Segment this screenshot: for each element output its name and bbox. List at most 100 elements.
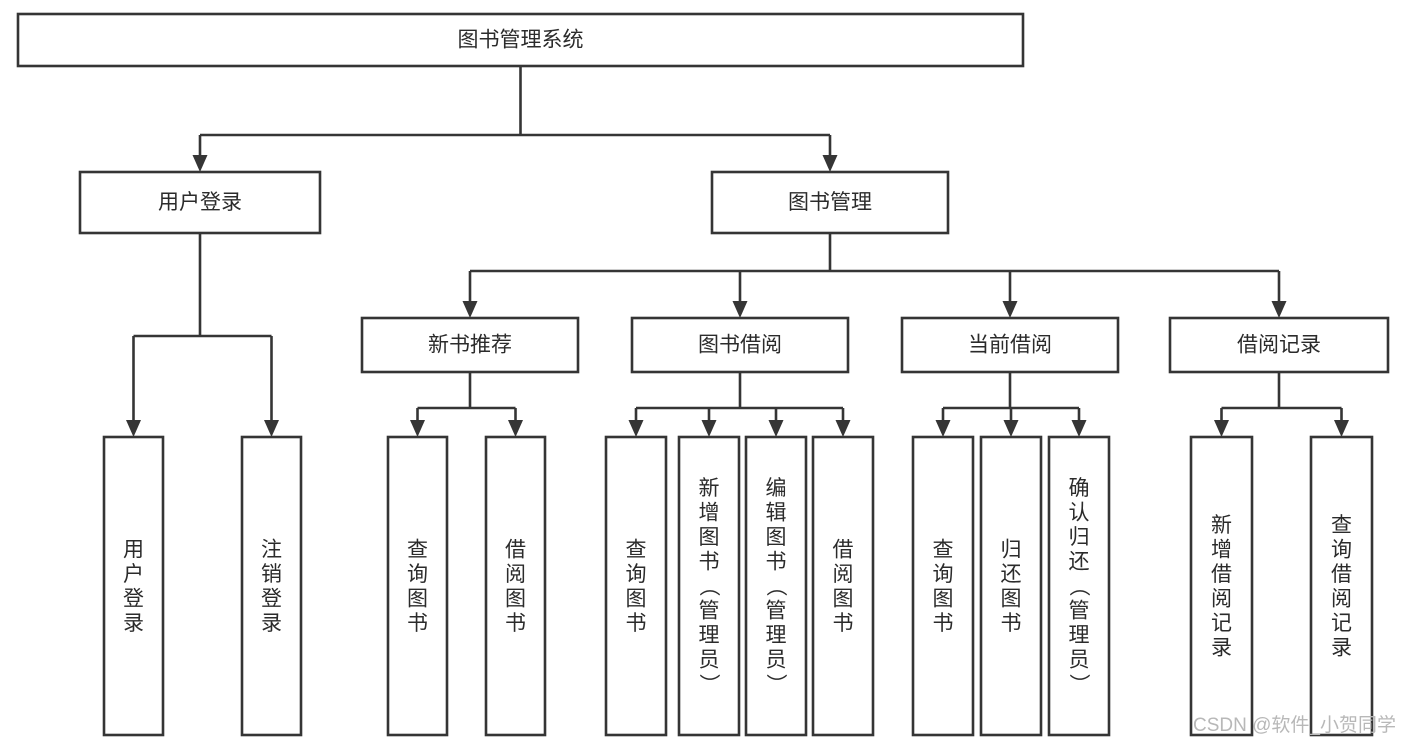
node-box-root[interactable]	[16, 12, 1025, 68]
node-label-char: 增	[699, 502, 720, 525]
node-box-nb-borrow[interactable]	[484, 435, 547, 737]
node-label-char: 借	[833, 538, 854, 561]
node-label-char: 编	[766, 477, 787, 500]
arrow-head-icon	[1003, 420, 1019, 437]
node-label-char: 户	[123, 563, 144, 586]
node-label-char: 询	[626, 563, 647, 586]
node-box-bb-edit[interactable]	[744, 435, 808, 737]
node-label-char: 书	[833, 612, 854, 635]
node-label-char: 图	[766, 526, 787, 549]
node-label-char: 书	[407, 612, 428, 635]
node-root[interactable]: 图书管理系统	[16, 12, 1025, 68]
node-box-new-book-rec[interactable]	[360, 316, 580, 374]
node-current-borrow[interactable]: 当前借阅	[900, 316, 1120, 374]
node-box-cb-confirm[interactable]	[1047, 435, 1111, 737]
node-box-book-borrow[interactable]	[630, 316, 850, 374]
node-label-char: （	[764, 576, 787, 597]
node-label-char: 询	[1331, 538, 1352, 561]
node-box-current-borrow[interactable]	[900, 316, 1120, 374]
node-label-char: 新	[699, 477, 720, 500]
node-label-char: 图	[833, 587, 854, 610]
node-label-char: 询	[407, 563, 428, 586]
node-label-char: 管	[1069, 600, 1090, 623]
node-label-book-management: 图书管理	[788, 191, 872, 214]
node-label-char: 书	[766, 551, 787, 574]
node-label-char: 理	[699, 624, 720, 647]
node-label-char: ）	[697, 674, 720, 695]
node-label-char: 图	[933, 587, 954, 610]
node-label-char: 员	[699, 649, 720, 672]
node-label-char: 员	[1069, 649, 1090, 672]
node-label-char: 理	[766, 624, 787, 647]
node-label-char: 理	[1069, 624, 1090, 647]
node-label-char: 阅	[1331, 587, 1352, 610]
node-label-char: 归	[1069, 526, 1090, 549]
node-borrow-record[interactable]: 借阅记录	[1168, 316, 1390, 374]
arrow-head-icon	[462, 301, 478, 318]
node-label-char: 图	[699, 526, 720, 549]
arrow-head-icon	[1071, 420, 1087, 437]
node-label-char: 图	[407, 587, 428, 610]
csdn-watermark: CSDN @软件_小贺同学	[1193, 714, 1396, 736]
node-new-book-rec[interactable]: 新书推荐	[360, 316, 580, 374]
node-user-login[interactable]: 用户登录	[78, 170, 322, 235]
arrow-head-icon	[192, 155, 208, 172]
node-label-char: 归	[1001, 538, 1022, 561]
arrow-head-icon	[835, 420, 851, 437]
node-label-char: 书	[1001, 612, 1022, 635]
node-label-char: 管	[766, 600, 787, 623]
node-box-br-add[interactable]	[1189, 435, 1254, 737]
node-label-borrow-record: 借阅记录	[1237, 334, 1321, 357]
node-label-root: 图书管理系统	[458, 29, 584, 52]
node-label-char: 销	[261, 563, 282, 586]
node-box-book-management[interactable]	[710, 170, 950, 235]
node-label-char: 图	[626, 587, 647, 610]
node-box-leaf-user-login[interactable]	[102, 435, 165, 737]
arrow-head-icon	[935, 420, 951, 437]
node-label-char: 阅	[833, 563, 854, 586]
node-label-char: 阅	[1211, 587, 1232, 610]
node-box-bb-add[interactable]	[677, 435, 741, 737]
node-box-bb-borrow[interactable]	[811, 435, 875, 737]
node-leaf-user-login[interactable]: 用户登录	[102, 435, 165, 737]
node-box-borrow-record[interactable]	[1168, 316, 1390, 374]
connectors-layer	[126, 66, 1349, 437]
node-label-char: 录	[1331, 636, 1352, 659]
node-label-char: 书	[699, 551, 720, 574]
node-label-char: 确	[1069, 477, 1090, 500]
node-box-br-query[interactable]	[1309, 435, 1374, 737]
node-label-char: 查	[407, 538, 428, 561]
node-label-char: 书	[626, 612, 647, 635]
node-box-nb-query[interactable]	[386, 435, 449, 737]
node-label-char: 登	[123, 587, 144, 610]
node-box-cb-query[interactable]	[911, 435, 975, 737]
boxes-layer: 图书管理系统用户登录图书管理新书推荐图书借阅当前借阅借阅记录用户登录注销登录查询…	[16, 12, 1390, 737]
arrow-head-icon	[732, 301, 748, 318]
arrow-head-icon	[628, 420, 644, 437]
node-box-bb-query[interactable]	[604, 435, 668, 737]
node-label-char: 录	[1211, 636, 1232, 659]
arrow-head-icon	[1334, 420, 1349, 437]
node-book-management[interactable]: 图书管理	[710, 170, 950, 235]
node-label-char: ）	[1067, 674, 1090, 695]
node-box-user-login[interactable]	[78, 170, 322, 235]
node-label-char: 记	[1331, 612, 1352, 635]
node-box-leaf-user-logout[interactable]	[240, 435, 303, 737]
arrow-head-icon	[264, 420, 279, 437]
node-label-char: 录	[261, 612, 282, 635]
node-book-borrow[interactable]: 图书借阅	[630, 316, 850, 374]
node-box-cb-return[interactable]	[979, 435, 1043, 737]
node-label-char: 书	[505, 612, 526, 635]
